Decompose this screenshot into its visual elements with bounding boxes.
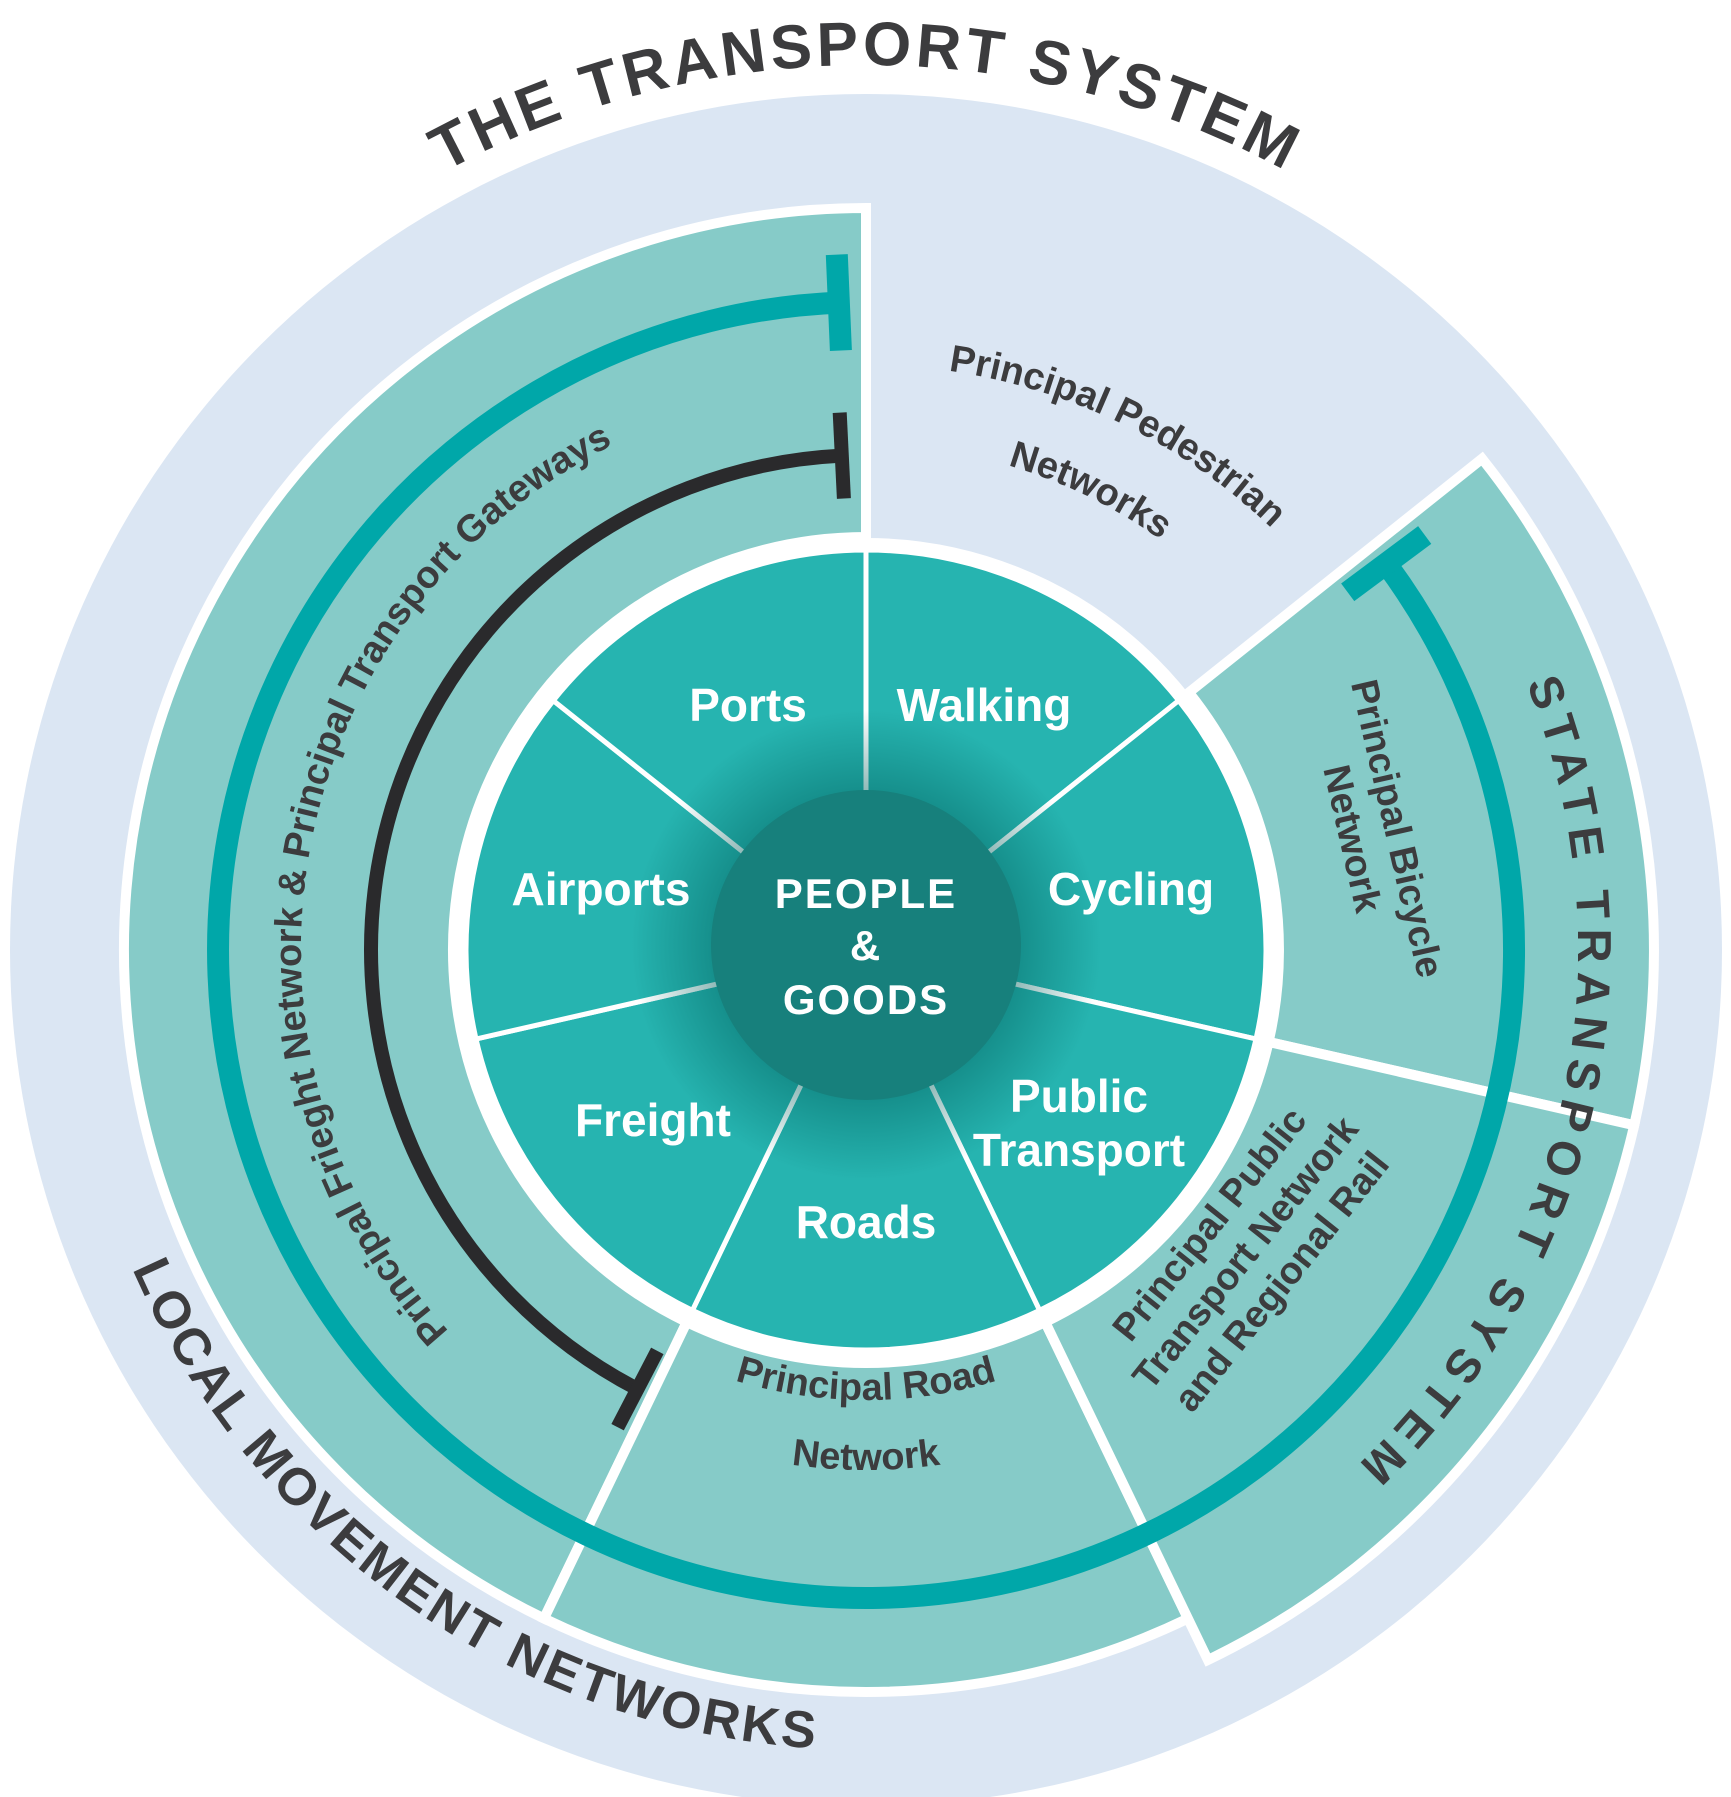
black-arc-end-cap	[611, 1347, 664, 1431]
label-public-line1: Public	[1010, 1070, 1148, 1122]
network-span-arc	[207, 254, 1525, 1610]
black-arc-start-cap	[832, 412, 851, 499]
center-label-line3: GOODS	[783, 976, 949, 1023]
center-circle	[711, 790, 1021, 1100]
freight-span-arc	[364, 412, 851, 1431]
label-freight: Freight	[575, 1094, 731, 1146]
light-labels: Walking Cycling Public Transport Roads F…	[512, 679, 1215, 1248]
teal-arc-start-cap	[1341, 526, 1432, 602]
label-road-network-line2-text: Network	[790, 1432, 943, 1479]
label-walking: Walking	[897, 679, 1072, 731]
label-public-line2: Transport	[973, 1124, 1185, 1176]
wedge-road-network	[537, 1315, 1195, 1698]
wedge-bicycle-network	[1181, 451, 1659, 1132]
center-label-line2: &	[850, 922, 882, 969]
label-ports: Ports	[689, 679, 807, 731]
teal-arc-end-cap	[825, 254, 852, 351]
inner-wheel-separator-ring	[454, 538, 1278, 1362]
label-road-network-line2: Network	[790, 1432, 943, 1479]
center-label-line1: PEOPLE	[775, 870, 957, 917]
black-arc	[364, 448, 843, 1396]
label-airports: Airports	[512, 863, 691, 915]
label-roads: Roads	[796, 1196, 937, 1248]
label-cycling: Cycling	[1048, 863, 1214, 915]
teal-arc	[207, 291, 1525, 1610]
